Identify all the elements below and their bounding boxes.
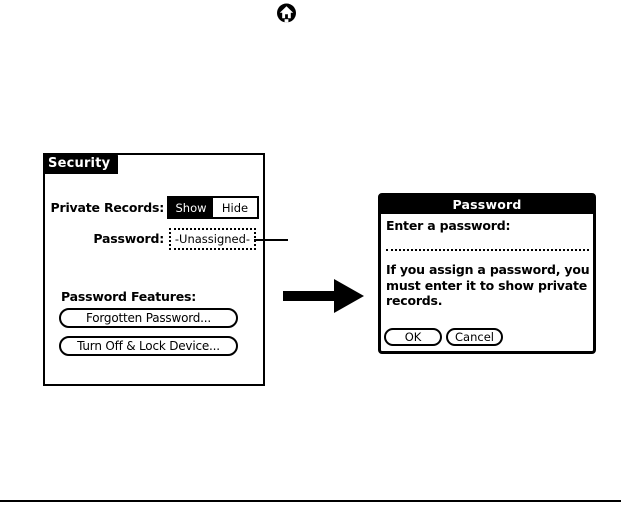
enter-password-prompt: Enter a password: xyxy=(386,218,511,233)
callout-line xyxy=(254,239,288,241)
right-arrow-icon xyxy=(282,277,366,315)
password-dialog: Password Enter a password: If you assign… xyxy=(378,193,596,354)
password-features-heading: Password Features: xyxy=(61,289,197,304)
security-title-tab: Security xyxy=(43,153,119,174)
password-label: Password: xyxy=(93,231,164,246)
ok-button[interactable]: OK xyxy=(384,328,442,346)
cancel-button[interactable]: Cancel xyxy=(446,328,503,346)
private-records-label: Private Records: xyxy=(50,200,165,215)
show-option-button[interactable]: Show xyxy=(169,198,213,217)
password-help-text: If you assign a password, you must enter… xyxy=(386,262,590,308)
home-icon[interactable] xyxy=(276,3,297,23)
private-records-toggle: Show Hide xyxy=(167,196,259,219)
footer-divider xyxy=(0,500,621,502)
security-screen: Security Private Records: Show Hide Pass… xyxy=(43,153,265,386)
turn-off-lock-device-button[interactable]: Turn Off & Lock Device... xyxy=(59,336,238,356)
password-value-field[interactable]: -Unassigned- xyxy=(169,228,256,250)
hide-option-button[interactable]: Hide xyxy=(221,200,249,215)
forgotten-password-button[interactable]: Forgotten Password... xyxy=(59,308,238,328)
password-input[interactable] xyxy=(386,234,589,251)
password-dialog-title: Password xyxy=(381,196,593,214)
